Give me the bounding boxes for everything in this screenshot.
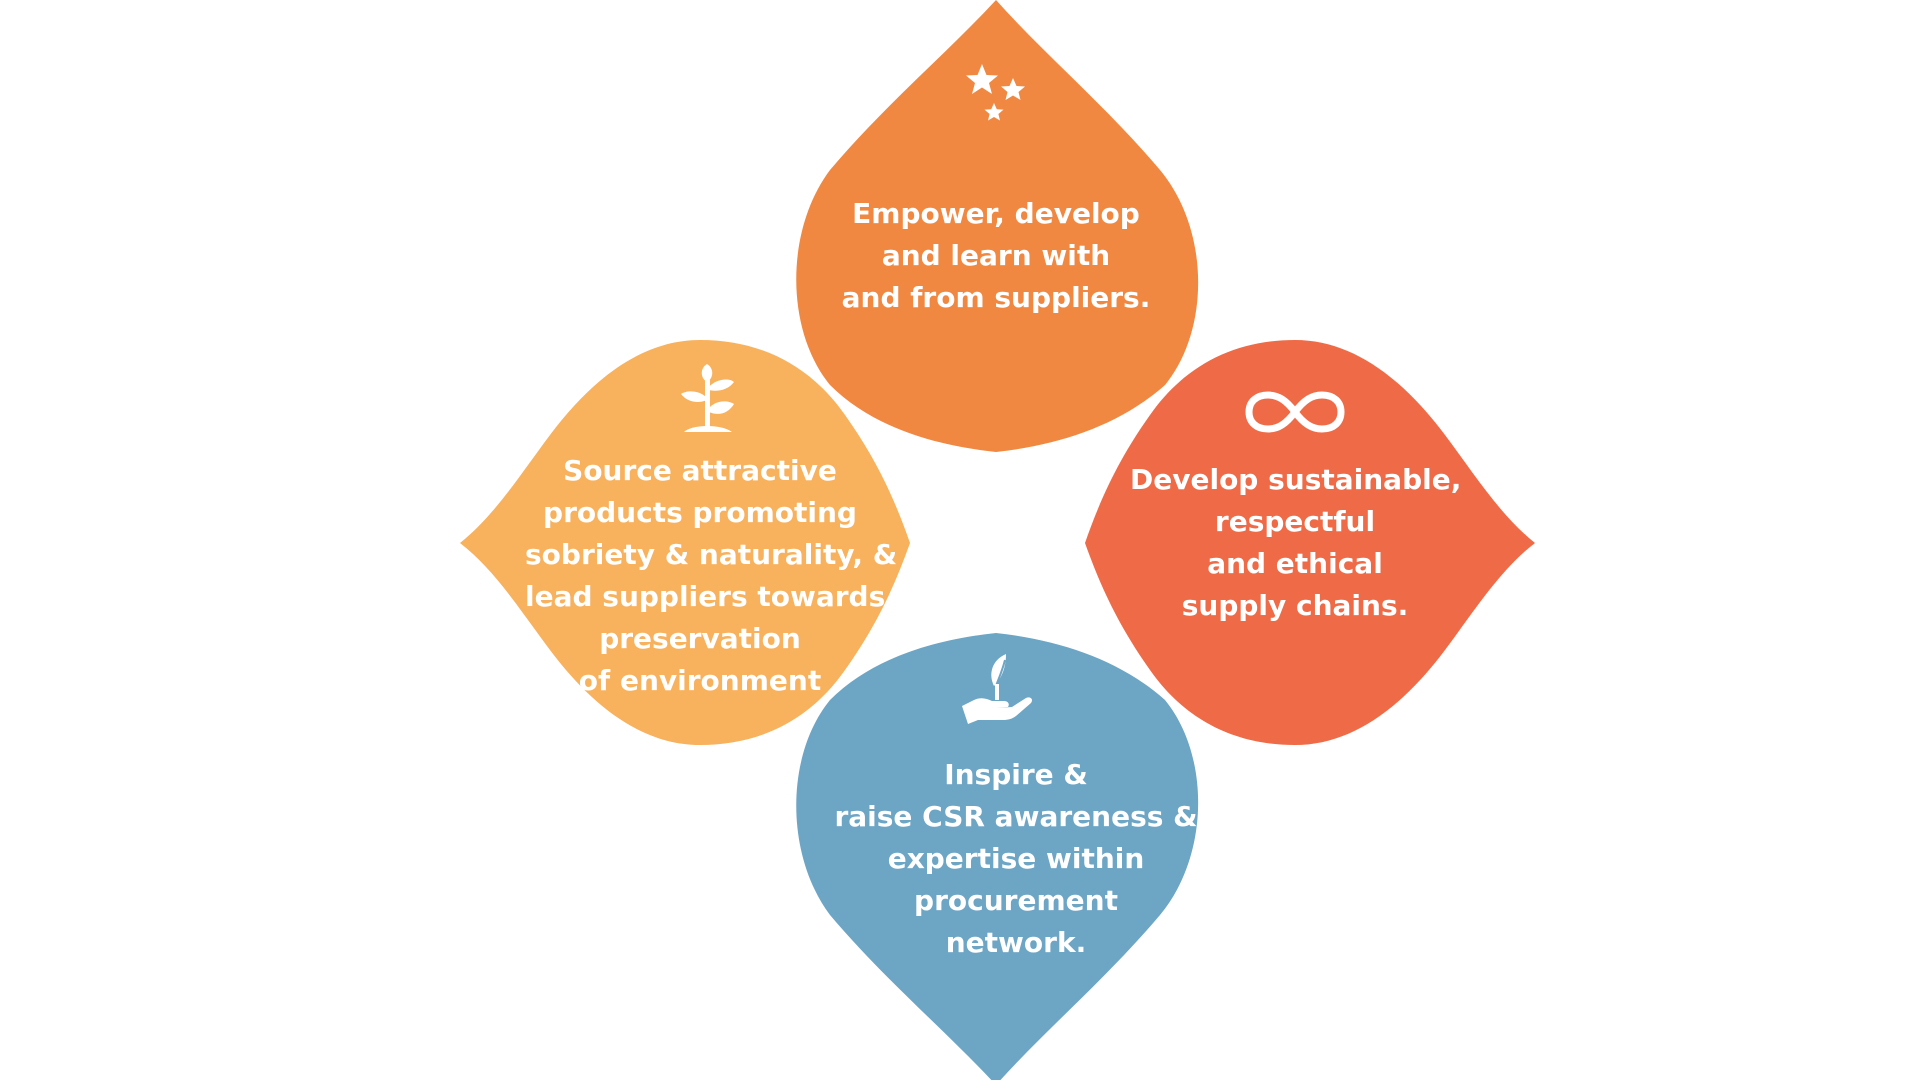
petal-bottom-line: Inspire & bbox=[944, 758, 1088, 791]
petal-top-line: and learn with bbox=[881, 239, 1111, 272]
petal-top bbox=[796, 0, 1199, 452]
petal-bottom bbox=[796, 633, 1199, 1080]
petal-bottom-line: procurement bbox=[914, 884, 1118, 917]
petal-left-line: Source attractive bbox=[563, 454, 837, 487]
petal-left-line: lead suppliers towards bbox=[525, 580, 886, 613]
petal-left-line: sobriety & naturality, & bbox=[525, 538, 898, 571]
petal-right-line: Develop sustainable, bbox=[1130, 463, 1462, 496]
petal-top-line: Empower, develop bbox=[852, 197, 1140, 230]
infinity-icon bbox=[1245, 391, 1345, 433]
petal-bottom-line: raise CSR awareness & bbox=[834, 800, 1198, 833]
petal-left-text: Source attractive products promoting sob… bbox=[525, 450, 898, 702]
petal-right bbox=[1085, 340, 1535, 745]
petal-left bbox=[460, 340, 910, 745]
petal-right-line: respectful bbox=[1214, 505, 1376, 538]
petal-top-line: and from suppliers. bbox=[841, 281, 1151, 314]
petal-bottom-text: Inspire & raise CSR awareness & expertis… bbox=[830, 754, 1202, 964]
petal-top-text: Empower, develop and learn with and from… bbox=[836, 193, 1156, 319]
hand-plant-icon bbox=[962, 654, 1033, 724]
petal-left-line: products promoting bbox=[543, 496, 857, 529]
sprout-icon bbox=[681, 364, 734, 432]
petal-right-line: and ethical bbox=[1207, 547, 1383, 580]
petal-left-line: of environment bbox=[578, 664, 822, 697]
petal-bottom-line: network. bbox=[945, 926, 1087, 959]
petal-right-text: Develop sustainable, respectful and ethi… bbox=[1130, 459, 1462, 627]
stars-icon bbox=[966, 64, 1025, 121]
petal-bottom-line: expertise within bbox=[887, 842, 1145, 875]
petal-left-line: preservation bbox=[599, 622, 801, 655]
petal-right-line: supply chains. bbox=[1181, 589, 1409, 622]
